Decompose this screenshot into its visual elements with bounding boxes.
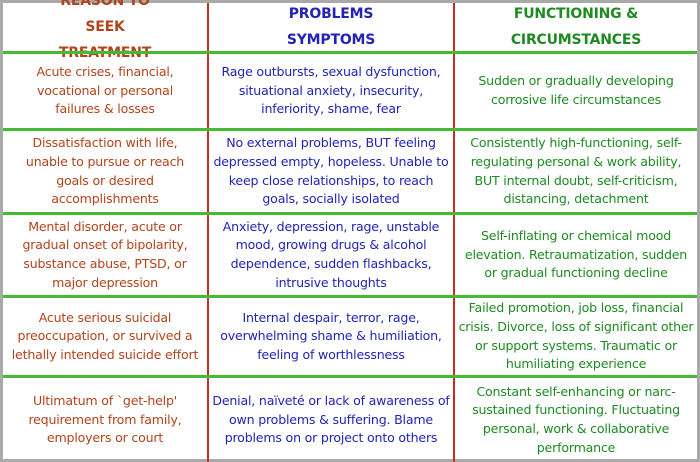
functioning-cell: Failed promotion, job loss, financial cr… [453, 298, 697, 375]
table-row: Acute serious suicidal preoccupation, or… [3, 295, 697, 375]
reason-cell: Ultimatum of `get-help' requirement from… [28, 393, 182, 446]
reason-cell: Mental disorder, acute or gradual onset … [22, 218, 188, 290]
reason-cell: Acute serious suicidal preoccupation, or… [11, 309, 199, 362]
functioning-cell: Self-inflating or chemical mood elevatio… [453, 215, 697, 295]
problems-cell: Rage outbursts, sexual dysfunction, situ… [207, 54, 453, 128]
problems-cell: Anxiety, depression, rage, unstable mood… [207, 215, 453, 295]
reason-cell: Dissatisfaction with life, unable to pur… [25, 135, 185, 207]
problems-cell: Denial, naïveté or lack of awareness of … [207, 378, 453, 462]
header-row: REASON TO SEEK TREATMENT PROBLEMS SYMPTO… [3, 0, 697, 61]
table-row: Acute crises, financial, vocational or p… [3, 51, 697, 128]
table-row: Dissatisfaction with life, unable to pur… [3, 128, 697, 212]
functioning-cell: Constant self-enhancing or narc-sustaine… [453, 378, 697, 462]
reason-cell: Acute crises, financial, vocational or p… [36, 64, 174, 117]
header-problems: PROBLEMS SYMPTOMS [207, 3, 453, 51]
table-row: Ultimatum of `get-help' requirement from… [3, 375, 697, 462]
functioning-cell: Consistently high-functioning, self-regu… [453, 131, 697, 212]
problems-cell: Internal despair, terror, rage, overwhel… [207, 298, 453, 375]
problems-cell: No external problems, BUT feeling depres… [207, 131, 453, 212]
header-functioning: FUNCTIONING & CIRCUMSTANCES [453, 3, 697, 51]
table-row: Mental disorder, acute or gradual onset … [3, 212, 697, 295]
functioning-cell: Sudden or gradually developing corrosive… [453, 54, 697, 128]
header-reason: REASON TO SEEK TREATMENT [58, 0, 152, 61]
